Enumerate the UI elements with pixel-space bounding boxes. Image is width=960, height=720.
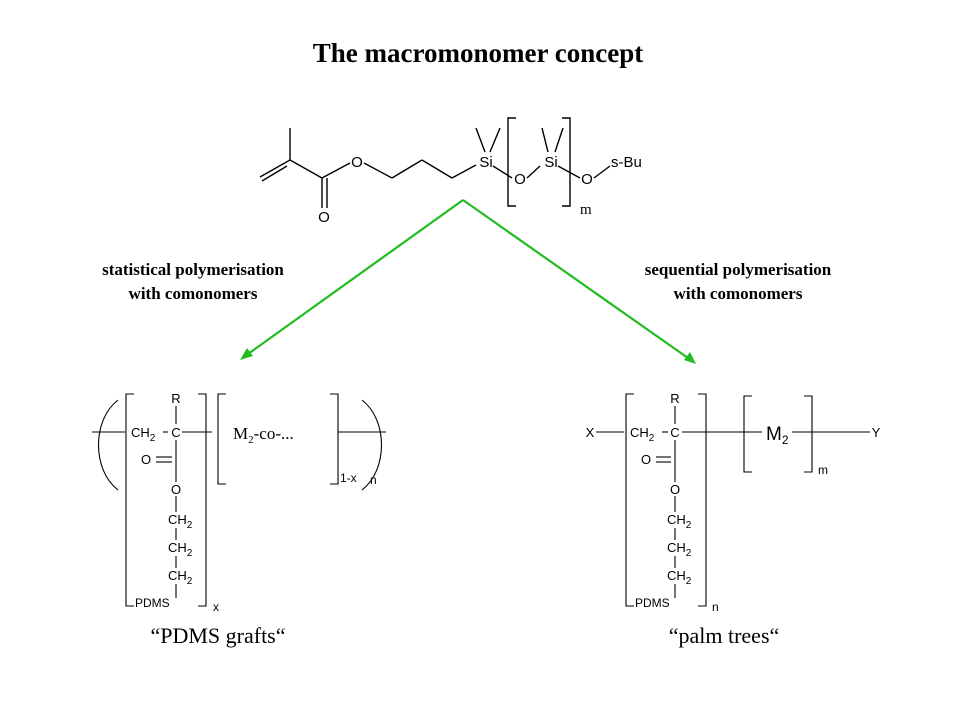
left-ch2-2-sub: 2 (187, 548, 193, 559)
arrow-right (462, 199, 689, 359)
left-pdms-label: PDMS (135, 596, 170, 610)
siloxane-oxygen-label-1: O (514, 171, 526, 188)
left-route-line1: statistical polymerisation (102, 260, 284, 279)
left-route-line2: with comonomers (129, 284, 258, 303)
right-ch2-3: CH2 (667, 568, 692, 587)
left-ester-o: O (171, 482, 181, 497)
right-ch2-2-text: CH (667, 540, 686, 555)
siloxane-oxygen-label-2: O (581, 171, 593, 188)
left-ch2-1-sub: 2 (187, 520, 193, 531)
ester-oxygen-label: O (351, 154, 363, 171)
left-comonomer-m: M (233, 424, 248, 443)
right-y-end: Y (872, 425, 881, 440)
right-r-label: R (670, 391, 679, 406)
left-caption: “PDMS grafts“ (150, 623, 285, 648)
left-outer-paren-close (361, 399, 382, 491)
left-x-bracket-close (198, 393, 207, 607)
left-ch2-3-text: CH (168, 568, 187, 583)
right-ch2-main-text: CH (630, 425, 649, 440)
end-group-label: s-Bu (611, 154, 642, 171)
left-comonomer-sub: 2 (248, 434, 254, 446)
left-ch2-3: CH2 (168, 568, 193, 587)
right-block-sub: 2 (782, 433, 789, 447)
left-x-bracket-open (125, 393, 134, 607)
left-r-label: R (171, 391, 180, 406)
left-comonomer-rest: -co-... (254, 424, 294, 443)
left-1x-bracket-open (217, 393, 226, 485)
right-ester-o: O (670, 482, 680, 497)
silicon-label-1: Si (479, 154, 492, 171)
arrowhead-left (240, 348, 253, 360)
repeat-index-m: m (580, 202, 592, 218)
right-block-label: M2 (766, 424, 789, 447)
right-index-m: m (818, 463, 828, 477)
left-c-label: C (171, 425, 180, 440)
left-comonomer-label: M2-co-... (233, 424, 294, 446)
right-ch2-3-sub: 2 (686, 576, 692, 587)
left-ch2-1-text: CH (168, 512, 187, 527)
left-1x-bracket-close (330, 393, 339, 485)
macromonomer-structure: O O Si O Si O s-Bu m (259, 117, 642, 226)
right-x-end: X (586, 425, 595, 440)
left-ch2-1: CH2 (168, 512, 193, 531)
right-carbonyl-o: O (641, 452, 651, 467)
right-ch2-main: CH2 (630, 425, 655, 444)
left-graft-structure: R CH2 C O O CH2 CH2 CH2 PDMS x M2-co-...… (92, 391, 386, 614)
right-n-bracket-open (625, 393, 634, 607)
right-n-bracket-close (698, 393, 707, 607)
right-c-label: C (670, 425, 679, 440)
right-palm-structure: X R CH2 C O O CH2 CH2 CH2 PDMS n M2 m Y (586, 391, 881, 614)
left-carbonyl-o: O (141, 452, 151, 467)
silicon-label-2: Si (544, 154, 557, 171)
right-m-bracket-open (743, 395, 752, 473)
right-ch2-2: CH2 (667, 540, 692, 559)
left-index-1x: 1-x (340, 471, 357, 485)
right-ch2-1-text: CH (667, 512, 686, 527)
right-pdms-label: PDMS (635, 596, 670, 610)
carbonyl-oxygen-label: O (318, 209, 330, 226)
left-ch2-2-text: CH (168, 540, 187, 555)
left-ch2-main: CH2 (131, 425, 156, 444)
left-ch2-main-sub: 2 (150, 433, 156, 444)
right-ch2-1-sub: 2 (686, 520, 692, 531)
reaction-arrows (240, 199, 696, 364)
right-ch2-1: CH2 (667, 512, 692, 531)
left-outer-paren-open (98, 399, 119, 491)
arrow-left (247, 199, 464, 355)
right-route-line1: sequential polymerisation (645, 260, 832, 279)
arrowhead-right (684, 352, 696, 364)
slide-title: The macromonomer concept (313, 38, 643, 68)
left-ch2-2: CH2 (168, 540, 193, 559)
right-route-line2: with comonomers (674, 284, 803, 303)
right-ch2-main-sub: 2 (649, 433, 655, 444)
right-ch2-3-text: CH (667, 568, 686, 583)
left-index-x: x (213, 600, 219, 614)
right-block-m: M (766, 424, 782, 445)
left-index-n: n (370, 473, 377, 487)
right-ch2-2-sub: 2 (686, 548, 692, 559)
right-index-n: n (712, 600, 719, 614)
left-ch2-3-sub: 2 (187, 576, 193, 587)
right-caption: “palm trees“ (669, 623, 780, 648)
left-ch2-main-text: CH (131, 425, 150, 440)
right-m-bracket-close (804, 395, 813, 473)
